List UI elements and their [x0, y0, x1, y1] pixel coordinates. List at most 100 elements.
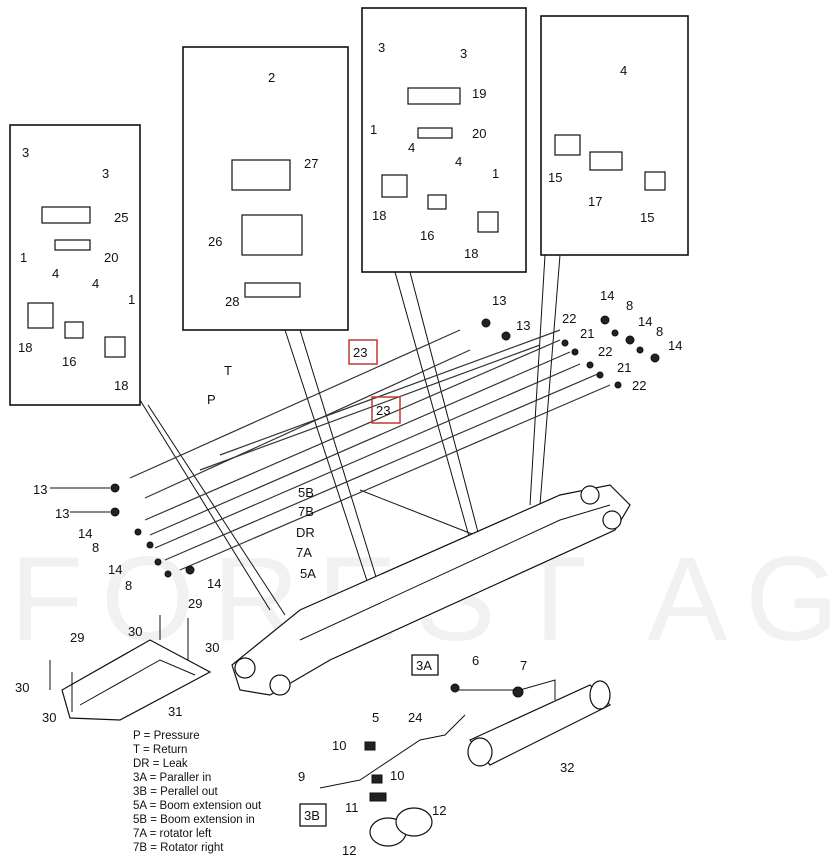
callout: 8	[125, 578, 132, 593]
hose-labels: T P 5B 7B DR 7A 5A	[207, 363, 316, 581]
legend-item: 5B = Boom extension in	[133, 814, 255, 826]
callout: 4	[52, 266, 59, 281]
callout: 17	[588, 194, 602, 209]
callout: 18	[372, 208, 386, 223]
callout: 1	[128, 292, 135, 307]
callout: 5A	[300, 566, 316, 581]
callout: 1	[370, 122, 377, 137]
callout: 4	[455, 154, 462, 169]
callout: T	[224, 363, 232, 378]
callout-23: 23	[353, 345, 367, 360]
callout: 31	[168, 704, 182, 719]
callout: 14	[207, 576, 221, 591]
callout: 1	[20, 250, 27, 265]
callout: 7	[520, 658, 527, 673]
bracket-labels: 29 29 30 30 30 30 31	[15, 596, 219, 725]
left-fitting-labels: 13 13 14 8 14 8 14	[33, 482, 221, 593]
legend-item: T = Return	[133, 744, 187, 756]
callout: 18	[464, 246, 478, 261]
legend-item: 7B = Rotator right	[133, 842, 224, 854]
callout: 29	[188, 596, 202, 611]
callout: 12	[342, 843, 356, 858]
callout: 3	[22, 145, 29, 160]
callout: 21	[617, 360, 631, 375]
detail-box-1: 3 3 25 20 1 4 4 1 18 16 18	[9, 124, 141, 406]
callout: 22	[598, 344, 612, 359]
telescopic-boom	[231, 484, 631, 696]
highlighted-callouts: 23 23	[348, 339, 401, 424]
callout: 5	[372, 710, 379, 725]
callout: 18	[18, 340, 32, 355]
legend: P = Pressure T = Return DR = Leak 3A = P…	[133, 730, 262, 854]
callout: 7B	[298, 504, 314, 519]
callout: 1	[492, 166, 499, 181]
callout: 3	[102, 166, 109, 181]
right-fitting-labels: 13 13 22 21 22 21 22 14 8 14 8 14	[492, 288, 682, 393]
callout: 12	[432, 803, 446, 818]
callout: 19	[472, 86, 486, 101]
callout: 32	[560, 760, 574, 775]
callout: P	[207, 392, 216, 407]
callout: 21	[580, 326, 594, 341]
callout: 13	[33, 482, 47, 497]
legend-item: P = Pressure	[133, 730, 200, 742]
legend-item: DR = Leak	[133, 758, 188, 770]
callout: 4	[620, 63, 627, 78]
callout: 20	[472, 126, 486, 141]
legend-item: 7A = rotator left	[133, 828, 212, 840]
callout: 24	[408, 710, 422, 725]
legend-item: 3A = Paraller in	[133, 772, 211, 784]
callout: 13	[55, 506, 69, 521]
callout: 27	[304, 156, 318, 171]
callout: 2	[268, 70, 275, 85]
callout: 11	[345, 800, 359, 815]
callout: 4	[92, 276, 99, 291]
callout: 22	[632, 378, 646, 393]
mounting-bracket	[49, 615, 212, 721]
callout-23: 23	[376, 403, 390, 418]
port-3a-label: 3A	[416, 658, 432, 673]
callout: 20	[104, 250, 118, 265]
callout: 16	[62, 354, 76, 369]
detail-box-2: 2 27 26 28	[182, 46, 349, 331]
callout: 26	[208, 234, 222, 249]
callout: 15	[640, 210, 654, 225]
callout: 15	[548, 170, 562, 185]
callout: 14	[638, 314, 652, 329]
parallel-cylinder	[319, 679, 612, 847]
callout: 14	[108, 562, 122, 577]
callout: 14	[668, 338, 682, 353]
callout: 8	[92, 540, 99, 555]
callout: 13	[516, 318, 530, 333]
callout: 30	[15, 680, 29, 695]
detail-box-3: 3 3 19 20 1 4 4 1 18 16 18	[361, 7, 527, 273]
fittings	[110, 315, 660, 578]
legend-item: 5A = Boom extension out	[133, 800, 262, 812]
callout: 8	[656, 324, 663, 339]
callout: 30	[42, 710, 56, 725]
callout: 10	[332, 738, 346, 753]
callout: 29	[70, 630, 84, 645]
callout: 4	[408, 140, 415, 155]
callout: 28	[225, 294, 239, 309]
callout: 30	[205, 640, 219, 655]
callout: 13	[492, 293, 506, 308]
legend-item: 3B = Perallel out	[133, 786, 219, 798]
callout: 22	[562, 311, 576, 326]
callout: 14	[600, 288, 614, 303]
callout: 3	[378, 40, 385, 55]
detail-box-4: 4 15 17 15	[540, 15, 689, 256]
hose-bundle	[129, 329, 611, 571]
callout: 6	[472, 653, 479, 668]
callout: 10	[390, 768, 404, 783]
callout: 7A	[296, 545, 312, 560]
callout: 8	[626, 298, 633, 313]
cylinder-labels: 3A 6 7 5 24 10 9 10 11 12 12 32 3B	[298, 653, 574, 858]
callout: 9	[298, 769, 305, 784]
callout: 5B	[298, 485, 314, 500]
callout: 25	[114, 210, 128, 225]
port-3b-label: 3B	[304, 808, 320, 823]
callout: 16	[420, 228, 434, 243]
callout: 18	[114, 378, 128, 393]
